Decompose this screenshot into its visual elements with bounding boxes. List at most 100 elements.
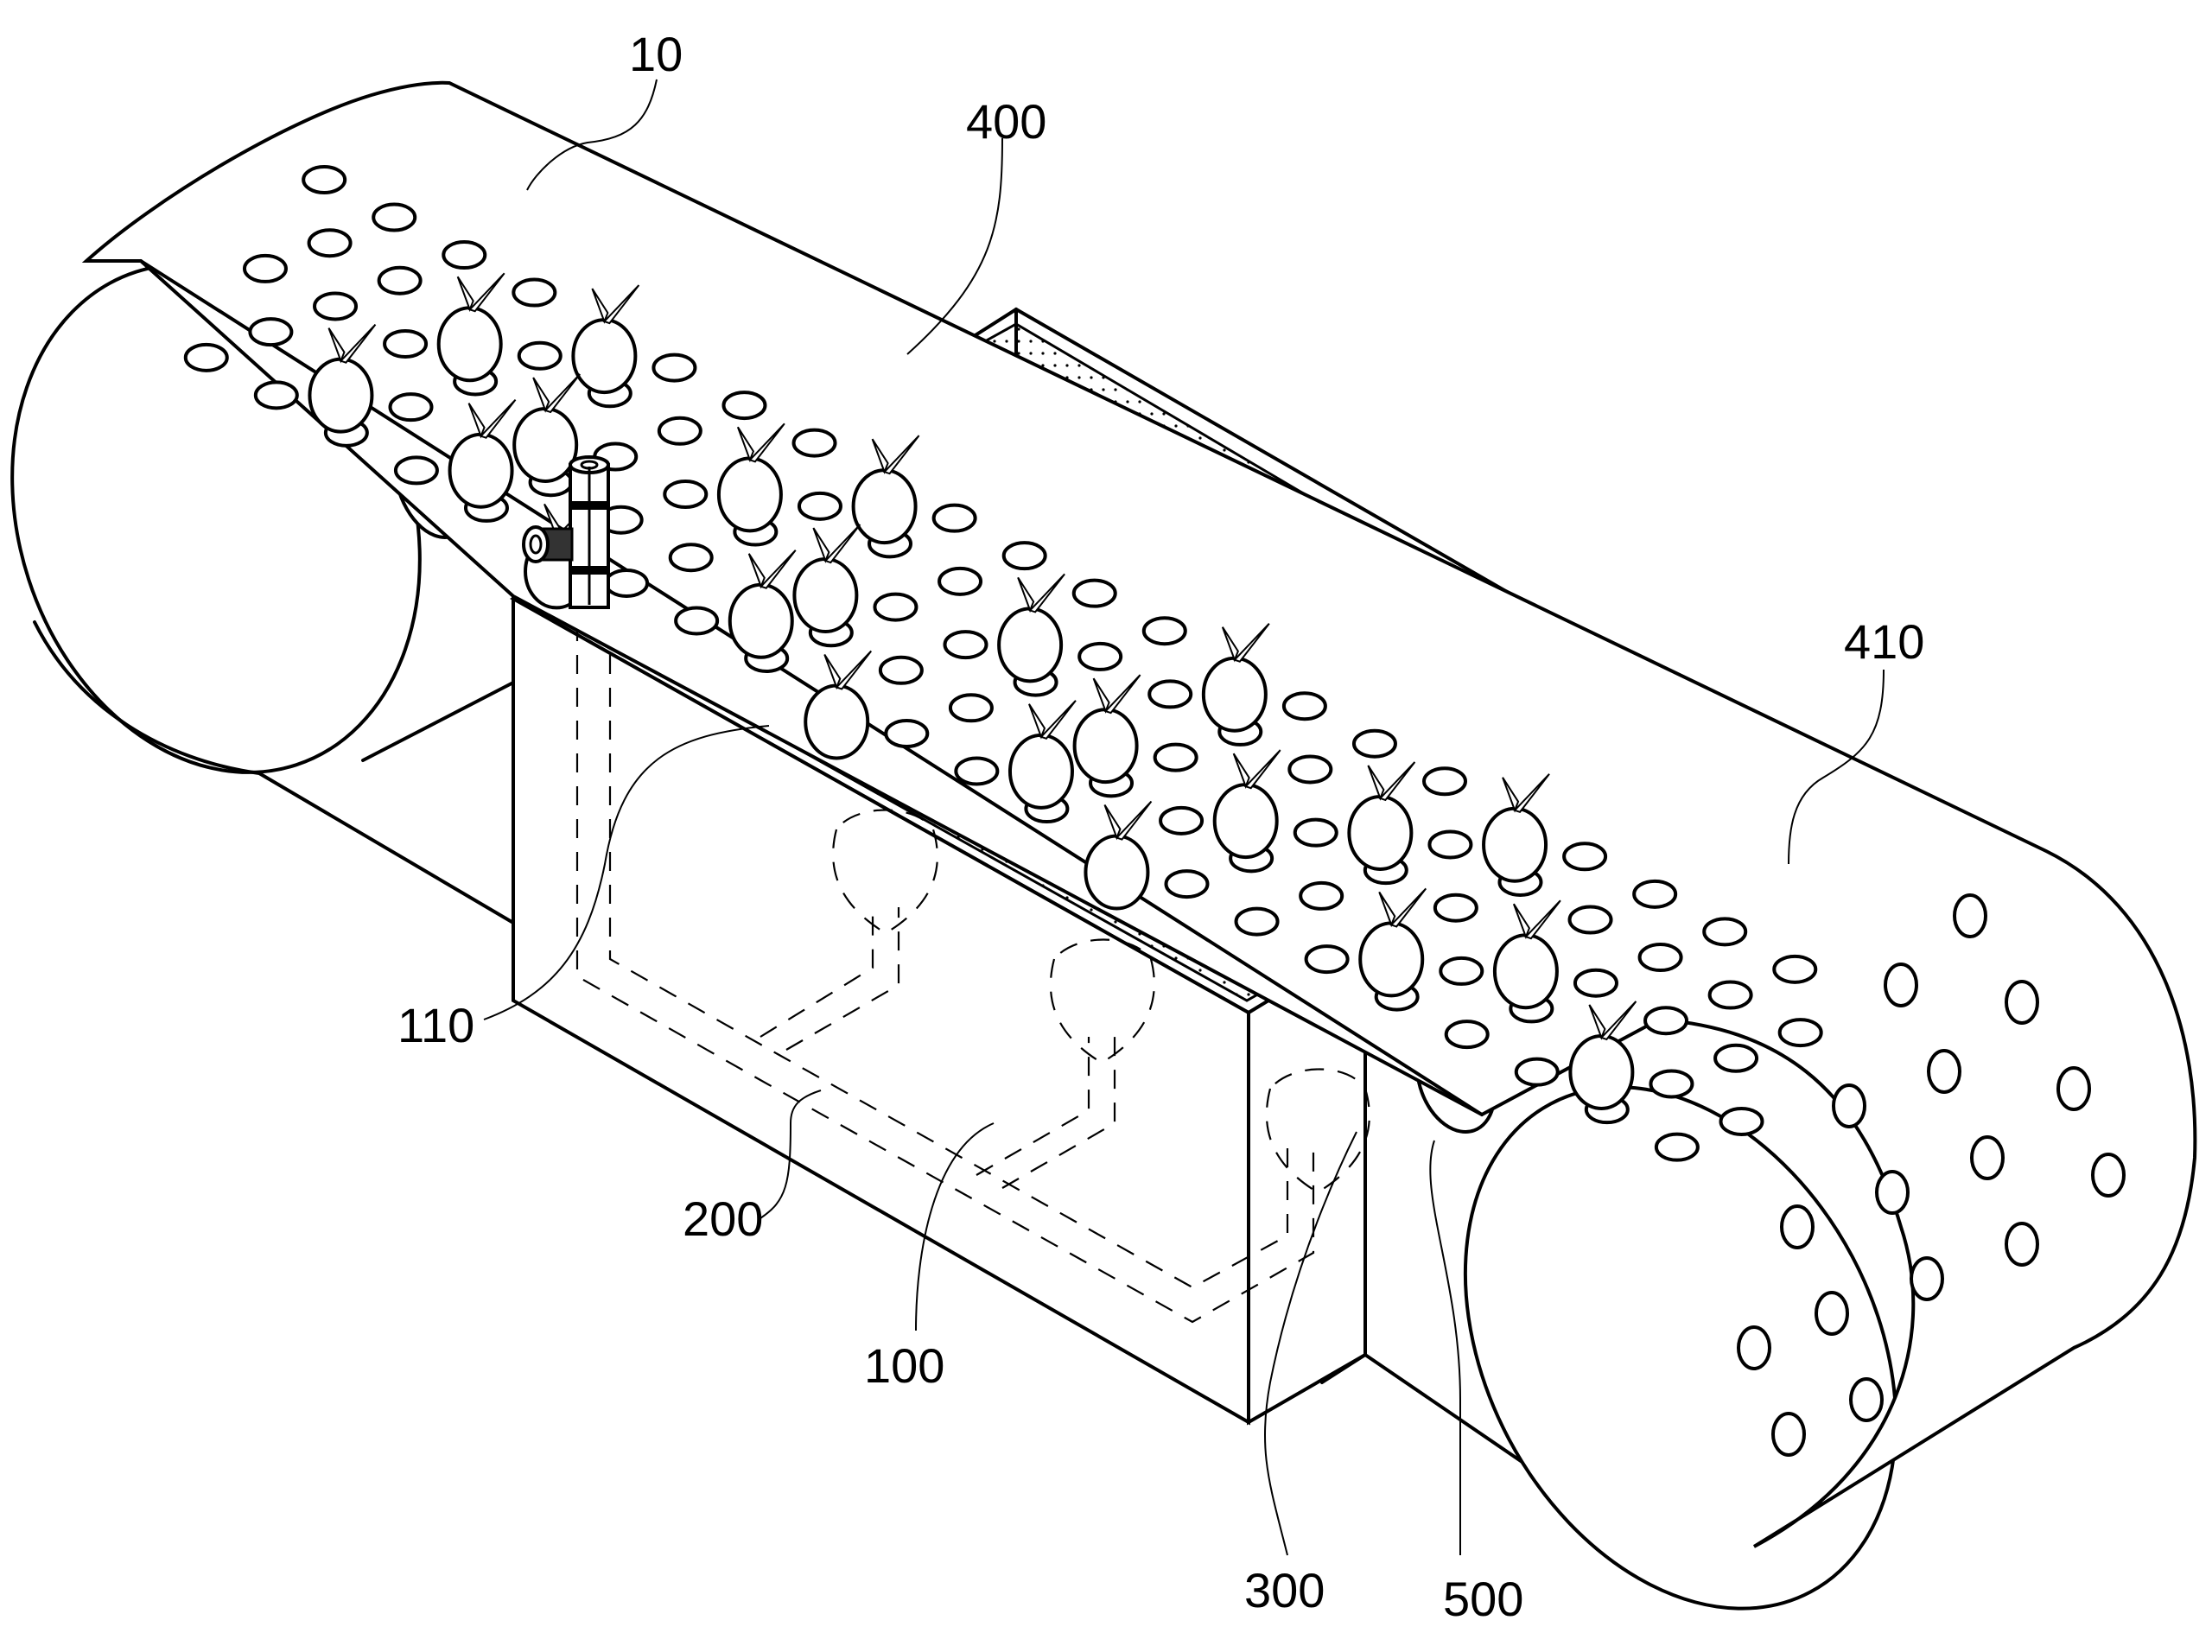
belt-hole [1281, 691, 1327, 721]
belt-hole [604, 568, 650, 598]
belt-hole [393, 455, 439, 486]
fruit-item [851, 435, 920, 545]
fruit-item [308, 323, 377, 434]
label-400: 400 [966, 94, 1046, 149]
belt-hole [1293, 817, 1338, 848]
fruit-item [1358, 887, 1427, 998]
belt-hole [1632, 879, 1678, 909]
fruit-item [1492, 899, 1561, 1010]
belt-hole [674, 606, 720, 636]
belt-hole [1927, 1049, 1961, 1094]
fruit-item [512, 373, 581, 483]
belt-hole [948, 693, 994, 723]
belt-hole [1875, 1170, 1910, 1215]
belt-hole [1707, 980, 1753, 1010]
belt-hole [1832, 1083, 1866, 1128]
label-110: 110 [397, 998, 474, 1052]
belt-underside-left [33, 620, 515, 924]
belt-hole [242, 253, 288, 283]
belt-hole [797, 491, 842, 521]
belt-hole [388, 392, 434, 423]
belt-hole [1071, 578, 1117, 608]
belt-hole [442, 240, 487, 270]
nozzle-2 [1049, 938, 1155, 1064]
belt-hole [307, 228, 353, 258]
belt-hole [884, 719, 930, 749]
belt-hole [1772, 954, 1818, 984]
leader-400 [906, 137, 1003, 355]
belt-hole [1299, 880, 1344, 911]
belt-hole [1562, 842, 1608, 872]
belt-hole [1637, 943, 1683, 973]
belt-hole [931, 503, 977, 533]
belt-hole [1970, 1135, 2005, 1180]
belt-hole [791, 428, 837, 458]
belt-hole [1953, 893, 1987, 938]
belt-hole [313, 291, 359, 321]
belt-hole [2005, 1222, 2039, 1267]
belt-hole [1737, 1325, 1771, 1370]
belt-hole [721, 391, 767, 421]
belt-hole [377, 265, 423, 295]
leader-110 [483, 725, 770, 1020]
belt-hole [1147, 679, 1193, 709]
belt-hole [1567, 905, 1613, 935]
belt-hole [1439, 956, 1484, 986]
label-10: 10 [629, 27, 683, 81]
leader-410 [1788, 669, 1885, 865]
belt-hole [183, 342, 229, 372]
belt-hole [302, 165, 347, 195]
belt-hole [1780, 1204, 1815, 1249]
belt-hole [1514, 1057, 1560, 1087]
belt-hole [878, 655, 924, 685]
belt-hole [1719, 1106, 1764, 1136]
fruit-item [997, 573, 1065, 683]
belt-hole [2005, 980, 2039, 1025]
leader-500 [1429, 1140, 1461, 1555]
label-200: 200 [683, 1191, 763, 1246]
fruit-item [1482, 773, 1550, 883]
belt-hole [1573, 968, 1618, 998]
belt-hole [943, 630, 988, 660]
label-100: 100 [864, 1338, 944, 1393]
fruit-item [1007, 700, 1077, 810]
fruits [308, 272, 1637, 1110]
fruit-item [1568, 1001, 1637, 1110]
fruit-item [792, 524, 861, 634]
nozzle-3 [1265, 1068, 1370, 1194]
belt-hole [1702, 917, 1748, 947]
label-410: 410 [1844, 614, 1924, 669]
belt-hole [1077, 641, 1123, 671]
belt-hole [383, 328, 429, 359]
fruit-item [716, 423, 785, 533]
belt-hole [253, 380, 299, 410]
belt-hole [1777, 1018, 1823, 1048]
belt-hole [1427, 829, 1473, 860]
belt-hole [1433, 893, 1478, 923]
belt-hole [657, 416, 702, 446]
belt-hole [1351, 728, 1397, 759]
belt-hole [954, 756, 1000, 786]
belt-hole [1815, 1291, 1849, 1336]
label-300: 300 [1244, 1563, 1325, 1617]
belt-hole [248, 317, 294, 347]
valve-fitting [522, 455, 610, 609]
belt-hole [512, 277, 557, 308]
leader-300 [1263, 1131, 1357, 1556]
belt-hole [668, 543, 714, 573]
fruit-item [1212, 749, 1281, 860]
fruit-item [571, 284, 640, 395]
belt-hole [2056, 1066, 2091, 1111]
fruit-item [1201, 623, 1270, 733]
belt-hole [1234, 906, 1280, 937]
fruit-item [1072, 674, 1141, 785]
belt-hole [1713, 1043, 1759, 1073]
fruit-item [448, 399, 517, 509]
leader-100 [915, 1122, 995, 1331]
reference-labels: 10 400 410 110 200 100 300 500 [397, 27, 1924, 1626]
fruit-item [728, 550, 797, 659]
belt-hole [1141, 616, 1187, 646]
belt-hole [938, 566, 983, 596]
